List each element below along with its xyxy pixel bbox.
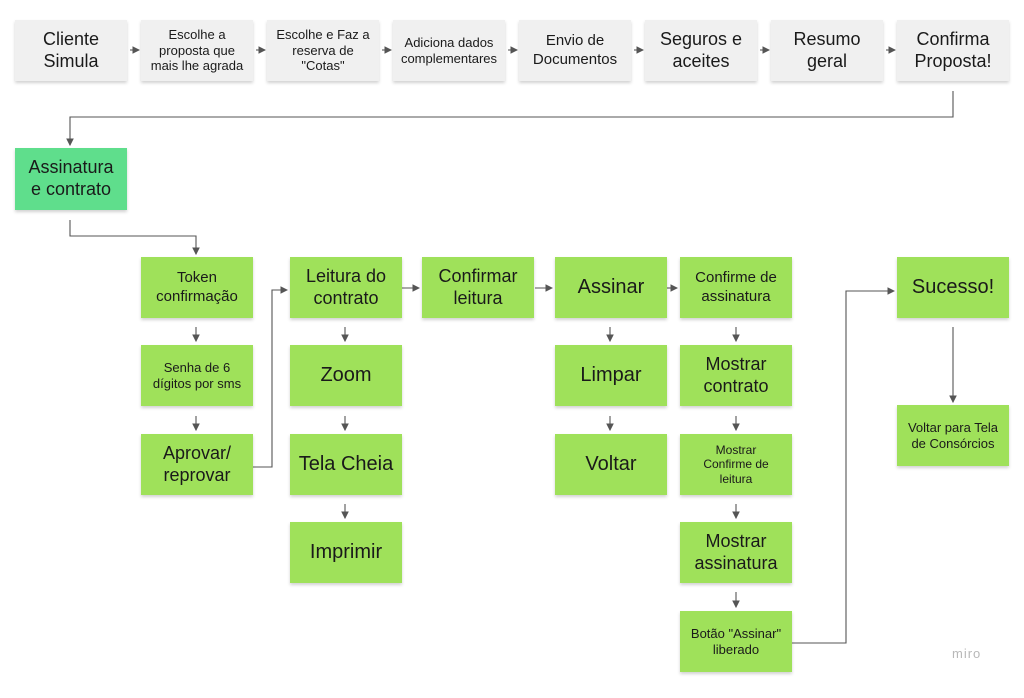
confirme-assinatura: Confirme de assinatura [680, 257, 792, 318]
mostrar-assinatura: Mostrar assinatura [680, 522, 792, 583]
step-assinatura-contrato: Assinatura e contrato [15, 148, 127, 210]
step-envio-documentos: Envio de Documentos [519, 20, 631, 81]
voltar: Voltar [555, 434, 667, 495]
mostrar-confirme-leitura: Mostrar Confirme de leitura [680, 434, 792, 495]
arrow-botao-sucesso [792, 287, 896, 644]
arrow-to-token [69, 220, 200, 256]
sucesso: Sucesso! [897, 257, 1009, 318]
miro-watermark: miro [952, 646, 982, 661]
step-confirma-proposta: Confirma Proposta! [897, 20, 1009, 81]
step-dados-complementares: Adiciona dados complementares [393, 20, 505, 81]
leitura-contrato: Leitura do contrato [290, 257, 402, 318]
imprimir: Imprimir [290, 522, 402, 583]
senha-sms: Senha de 6 dígitos por sms [141, 345, 253, 406]
step-resumo-geral: Resumo geral [771, 20, 883, 81]
arrow-to-assinatura [66, 91, 954, 147]
mostrar-contrato: Mostrar contrato [680, 345, 792, 406]
voltar-tela-consorcios: Voltar para Tela de Consórcios [897, 405, 1009, 466]
step-seguros-aceites: Seguros e aceites [645, 20, 757, 81]
token-confirmacao: Token confirmação [141, 257, 253, 318]
confirmar-leitura: Confirmar leitura [422, 257, 534, 318]
step-cliente-simula: Cliente Simula [15, 20, 127, 81]
zoom: Zoom [290, 345, 402, 406]
arrow-aprovar-leitura [253, 286, 289, 468]
step-escolhe-proposta: Escolhe a proposta que mais lhe agrada [141, 20, 253, 81]
aprovar-reprovar: Aprovar/ reprovar [141, 434, 253, 495]
assinar: Assinar [555, 257, 667, 318]
tela-cheia: Tela Cheia [290, 434, 402, 495]
botao-assinar-liberado: Botão "Assinar" liberado [680, 611, 792, 672]
step-reserva-cotas: Escolhe e Faz a reserva de "Cotas" [267, 20, 379, 81]
limpar: Limpar [555, 345, 667, 406]
